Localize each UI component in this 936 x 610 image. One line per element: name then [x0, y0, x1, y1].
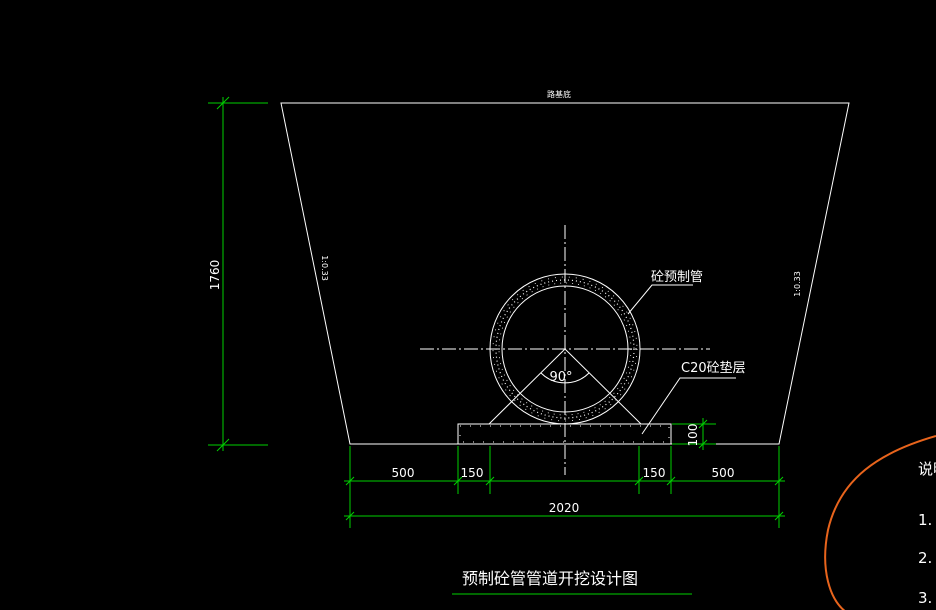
notes-item-3: 3. — [918, 589, 932, 607]
pipe-label: 砼预制管 — [651, 270, 703, 285]
trench-outline — [280, 102, 850, 445]
cushion-leader — [641, 377, 736, 435]
dim-left-offset: 500 — [392, 466, 415, 480]
angle-label: 90° — [549, 370, 572, 385]
drawing-title: 预制砼管管道开挖设计图 — [462, 569, 638, 588]
cushion-thickness-value: 100 — [686, 424, 700, 447]
road-base-label: 路基底 — [547, 89, 571, 99]
slope-label-right: 1:0.33 — [793, 271, 802, 297]
cushion-layer — [457, 423, 672, 445]
height-dimension — [208, 96, 268, 452]
pipe-leader — [627, 284, 693, 315]
bottom-dimensions — [344, 446, 785, 528]
notes-item-2: 2. — [918, 549, 932, 567]
cradle-angle: 90° — [488, 348, 642, 425]
cushion-thickness-dimension — [672, 418, 716, 450]
pipe-wall-hatch — [495, 279, 635, 419]
dim-right-cushion: 150 — [643, 466, 666, 480]
dim-right-offset: 500 — [712, 466, 735, 480]
slope-label-left: 1:0.33 — [320, 255, 329, 281]
height-dimension-value: 1760 — [208, 260, 222, 291]
dim-left-cushion: 150 — [461, 466, 484, 480]
notes-item-1: 1. — [918, 511, 932, 529]
cushion-label: C20砼垫层 — [681, 360, 746, 376]
dim-bottom-width: 2020 — [549, 501, 580, 515]
annotation-circle — [824, 435, 936, 610]
notes-heading: 说明 — [918, 460, 936, 478]
